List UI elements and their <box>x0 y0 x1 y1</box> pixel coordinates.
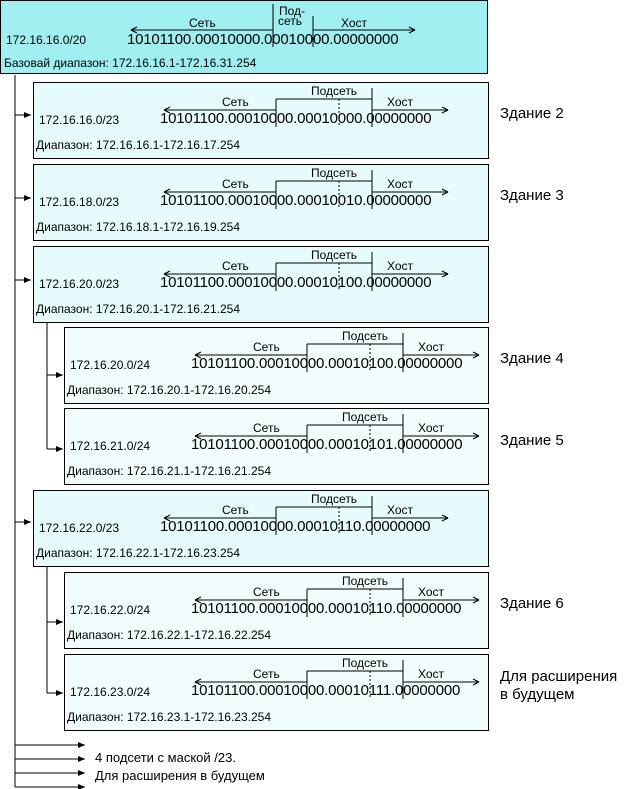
subnet-block: 172.16.23.0/24 10101100.00010000.00010111… <box>64 654 489 731</box>
building-label: Здание 3 <box>500 187 564 204</box>
subnet-block: 172.16.22.0/24 10101100.00010000.00010110… <box>64 572 489 649</box>
block-bits: 10101100.00010000.00010110.00000000 <box>191 600 462 617</box>
building-label: Здание 2 <box>500 105 564 122</box>
block-bits: 10101100.00010000.00010000.00000000 <box>160 110 432 127</box>
block-host-label: Хост <box>418 340 445 354</box>
block-net-label: Сеть <box>222 503 249 517</box>
building-label: Здание 5 <box>500 432 564 449</box>
root-net-label: Сеть <box>189 16 216 30</box>
block-bracket-lines <box>194 333 480 372</box>
block-subnet-label: Подсеть <box>342 574 389 588</box>
block-address: 172.16.16.0/23 <box>39 113 120 127</box>
block-address: 172.16.22.0/24 <box>70 603 151 617</box>
block-host-label: Хост <box>387 95 414 109</box>
block-bracket-lines <box>163 88 449 127</box>
block-subnet-label: Подсеть <box>342 410 389 424</box>
block-subnet-label: Подсеть <box>311 248 358 262</box>
block-range: Диапазон: 172.16.23.1-172.16.23.254 <box>67 710 272 724</box>
subnet-block: 172.16.16.0/23 10101100.00010000.00010000… <box>33 82 489 159</box>
block-subnet-label: Подсеть <box>311 166 358 180</box>
block-range: Диапазон: 172.16.20.1-172.16.20.254 <box>67 383 272 397</box>
block-host-label: Хост <box>387 503 414 517</box>
block-host-label: Хост <box>387 259 414 273</box>
block-range: Диапазон: 172.16.18.1-172.16.19.254 <box>36 220 241 234</box>
subnet-block: 172.16.22.0/23 10101100.00010000.00010110… <box>33 490 489 567</box>
block-net-label: Сеть <box>253 340 280 354</box>
root-subnet-label-2: сеть <box>278 14 303 28</box>
block-bracket-lines <box>163 496 449 535</box>
block-bracket-lines <box>194 578 480 617</box>
block-subnet-label: Подсеть <box>311 492 358 506</box>
block-host-label: Хост <box>387 177 414 191</box>
block-bracket-lines <box>194 660 480 699</box>
block-bracket-lines <box>194 414 480 453</box>
building-label: Здание 4 <box>500 350 564 367</box>
root-host-label: Хост <box>341 16 368 30</box>
future-label-line1: Для расширения <box>500 668 618 685</box>
block-range: Диапазон: 172.16.21.1-172.16.21.254 <box>67 464 272 478</box>
block-range: Диапазон: 172.16.22.1-172.16.22.254 <box>67 628 272 642</box>
block-host-label: Хост <box>418 585 445 599</box>
footer-line2: Для расширения в будущем <box>95 768 265 783</box>
block-subnet-label: Подсеть <box>311 84 358 98</box>
block-net-label: Сеть <box>222 95 249 109</box>
subnet-block: 172.16.20.0/23 10101100.00010000.00010100… <box>33 246 489 323</box>
block-bits: 10101100.00010000.00010101.00000000 <box>191 436 463 453</box>
block-bracket-lines <box>163 252 449 291</box>
root-network-box: 172.16.16.0/20 10101100.00010000.0001000… <box>0 0 488 74</box>
future-label-line2: в будущем <box>500 686 575 703</box>
block-bits: 10101100.00010000.00010110.00000000 <box>160 518 431 535</box>
block-address: 172.16.23.0/24 <box>70 685 151 699</box>
building-label: Здание 6 <box>500 595 564 612</box>
block-subnet-label: Подсеть <box>342 329 389 343</box>
root-bracket-lines <box>130 4 416 47</box>
root-range: Базовай диапазон: 172.16.16.1-172.16.31.… <box>4 56 257 70</box>
subnet-block: 172.16.21.0/24 10101100.00010000.00010101… <box>64 408 489 485</box>
block-address: 172.16.21.0/24 <box>70 439 151 453</box>
block-subnet-label: Подсеть <box>342 656 389 670</box>
block-net-label: Сеть <box>253 667 280 681</box>
block-net-label: Сеть <box>253 421 280 435</box>
root-address: 172.16.16.0/20 <box>6 33 87 47</box>
block-address: 172.16.20.0/23 <box>39 277 120 291</box>
block-range: Диапазон: 172.16.16.1-172.16.17.254 <box>36 138 241 152</box>
block-net-label: Сеть <box>222 177 249 191</box>
block-range: Диапазон: 172.16.22.1-172.16.23.254 <box>36 546 241 560</box>
block-bits: 10101100.00010000.00010100.00000000 <box>160 274 432 291</box>
block-range: Диапазон: 172.16.20.1-172.16.21.254 <box>36 302 241 316</box>
subnet-block: 172.16.18.0/23 10101100.00010000.00010010… <box>33 164 489 241</box>
block-net-label: Сеть <box>253 585 280 599</box>
footer-line1: 4 подсети с маской /23. <box>95 750 236 765</box>
block-host-label: Хост <box>418 667 445 681</box>
block-host-label: Хост <box>418 421 445 435</box>
block-bits: 10101100.00010000.00010100.00000000 <box>191 355 463 372</box>
block-address: 172.16.18.0/23 <box>39 195 120 209</box>
root-subnet-label-1: Под- <box>279 4 306 18</box>
block-address: 172.16.22.0/23 <box>39 521 120 535</box>
block-bracket-lines <box>163 170 449 209</box>
root-bits: 10101100.00010000.00010000.00000000 <box>127 31 399 48</box>
block-address: 172.16.20.0/24 <box>70 358 151 372</box>
block-bits: 10101100.00010000.00010111.00000000 <box>191 682 461 699</box>
subnet-block: 172.16.20.0/24 10101100.00010000.00010100… <box>64 327 489 404</box>
block-net-label: Сеть <box>222 259 249 273</box>
block-bits: 10101100.00010000.00010010.00000000 <box>160 192 432 209</box>
